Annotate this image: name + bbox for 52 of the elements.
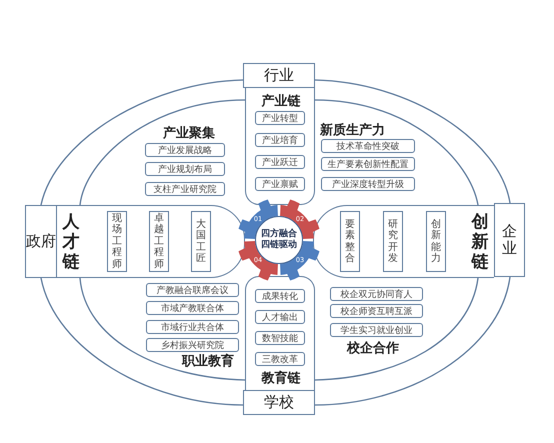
chain-band	[245, 88, 315, 205]
party-box: 政府	[25, 205, 57, 278]
connector-arc	[40, 79, 244, 206]
item-box: 产业培育	[255, 133, 305, 147]
item-box: 校企双元协同育人	[330, 287, 423, 301]
chain-band	[57, 205, 245, 278]
item-box: 产教融合联席会议	[146, 283, 239, 297]
item-box: 产业深度转型升级	[321, 177, 415, 191]
item-box: 三教改革	[255, 352, 305, 366]
item-box: 市域产教联合体	[146, 301, 239, 315]
band-title: 产业链	[260, 94, 302, 110]
chain-band	[313, 205, 494, 278]
party-box: 行业	[243, 63, 315, 88]
item-box: 产业禀赋	[255, 177, 305, 191]
item-box: 成果转化	[255, 289, 305, 303]
item-box: 人才输出	[255, 310, 305, 324]
item-box: 产业发展战略	[145, 143, 225, 157]
item-box: 市域行业共合体	[146, 320, 239, 334]
band-title: 人才链	[61, 212, 80, 272]
item-box: 支柱产业研究院	[145, 182, 225, 196]
connector-arc	[79, 99, 246, 206]
connector-arc	[314, 79, 511, 204]
item-box: 大国工匠	[191, 211, 211, 272]
party-box: 学校	[243, 390, 315, 415]
connector-arc	[40, 278, 244, 406]
item-box: 乡村振兴研究院	[146, 338, 239, 352]
connector-arc	[79, 278, 246, 381]
item-box: 卓越工程师	[149, 211, 169, 272]
item-box: 学生实习就业创业	[330, 323, 423, 337]
item-box: 产业转型	[255, 111, 305, 125]
item-box: 现场工程师	[107, 211, 127, 272]
band-title: 教育链	[260, 371, 302, 387]
band-title: 创新链	[470, 212, 490, 272]
section-heading: 校企合作	[347, 340, 399, 357]
item-box: 技术革命性突破	[321, 139, 415, 153]
item-box: 创新能力	[426, 211, 446, 272]
item-box: 要素整合	[340, 211, 360, 272]
item-box: 研究开发	[383, 211, 403, 272]
section-heading: 新质生产力	[320, 122, 385, 139]
chain-band	[245, 276, 315, 390]
item-box: 数智技能	[255, 331, 305, 345]
connector-arc	[314, 99, 479, 206]
connector-arc	[314, 276, 511, 406]
item-box: 校企师资互聘互派	[330, 304, 423, 318]
item-box: 产业跃迁	[255, 155, 305, 169]
section-heading: 职业教育	[182, 352, 234, 370]
gear-label: 四方融合四链驱动	[260, 229, 298, 251]
section-heading: 产业聚集	[163, 124, 215, 142]
party-box: 企业	[494, 203, 525, 277]
item-box: 生产要素创新性配置	[321, 157, 415, 171]
connector-arc	[314, 278, 479, 381]
item-box: 产业规划布局	[145, 162, 225, 176]
